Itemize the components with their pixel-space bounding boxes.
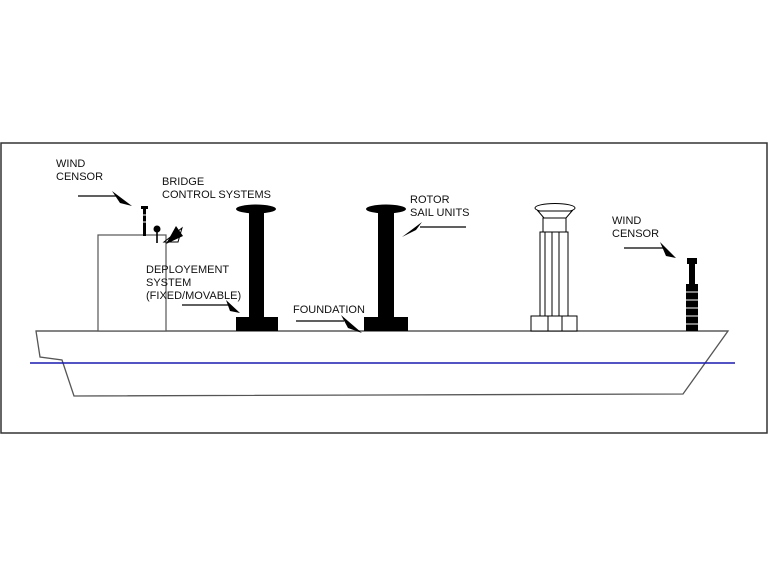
leader-foundation [296,315,362,333]
label-line: CONTROL SYSTEMS [162,189,271,201]
label-wind-censor-left: WIND CENSOR [56,158,103,183]
label-line: CENSOR [612,228,659,240]
label-rotor-sail: ROTOR SAIL UNITS [410,194,470,219]
label-line: ROTOR [410,194,450,206]
label-deployment: DEPLOYEMENT SYSTEM (FIXED/MOVABLE) [146,264,241,302]
wind-sensor-left [141,206,148,236]
rotor-sail-unit-2 [364,204,408,331]
leader-wind-censor-left [78,191,132,206]
rotor-sail-unit-1 [236,204,278,331]
bridge-superstructure [97,234,167,332]
leader-wind-censor-right [624,242,676,258]
label-line: FOUNDATION [293,304,365,316]
label-line: (FIXED/MOVABLE) [146,290,241,302]
label-line: DEPLOYEMENT [146,264,229,276]
label-line: WIND [612,215,641,227]
leader-bridge-control [166,226,183,244]
label-line: SAIL UNITS [410,207,470,219]
label-line: CENSOR [56,171,103,183]
label-bridge-control: BRIDGE CONTROL SYSTEMS [162,176,271,201]
label-wind-censor-right: WIND CENSOR [612,215,659,240]
label-foundation: FOUNDATION [293,304,365,316]
leader-deployment [182,300,240,313]
deployment-tower [530,203,578,332]
label-line: BRIDGE [162,176,204,188]
label-line: SYSTEM [146,277,191,289]
wind-sensor-right [686,258,698,331]
label-line: WIND [56,158,85,170]
leader-rotor-sail [402,222,466,237]
